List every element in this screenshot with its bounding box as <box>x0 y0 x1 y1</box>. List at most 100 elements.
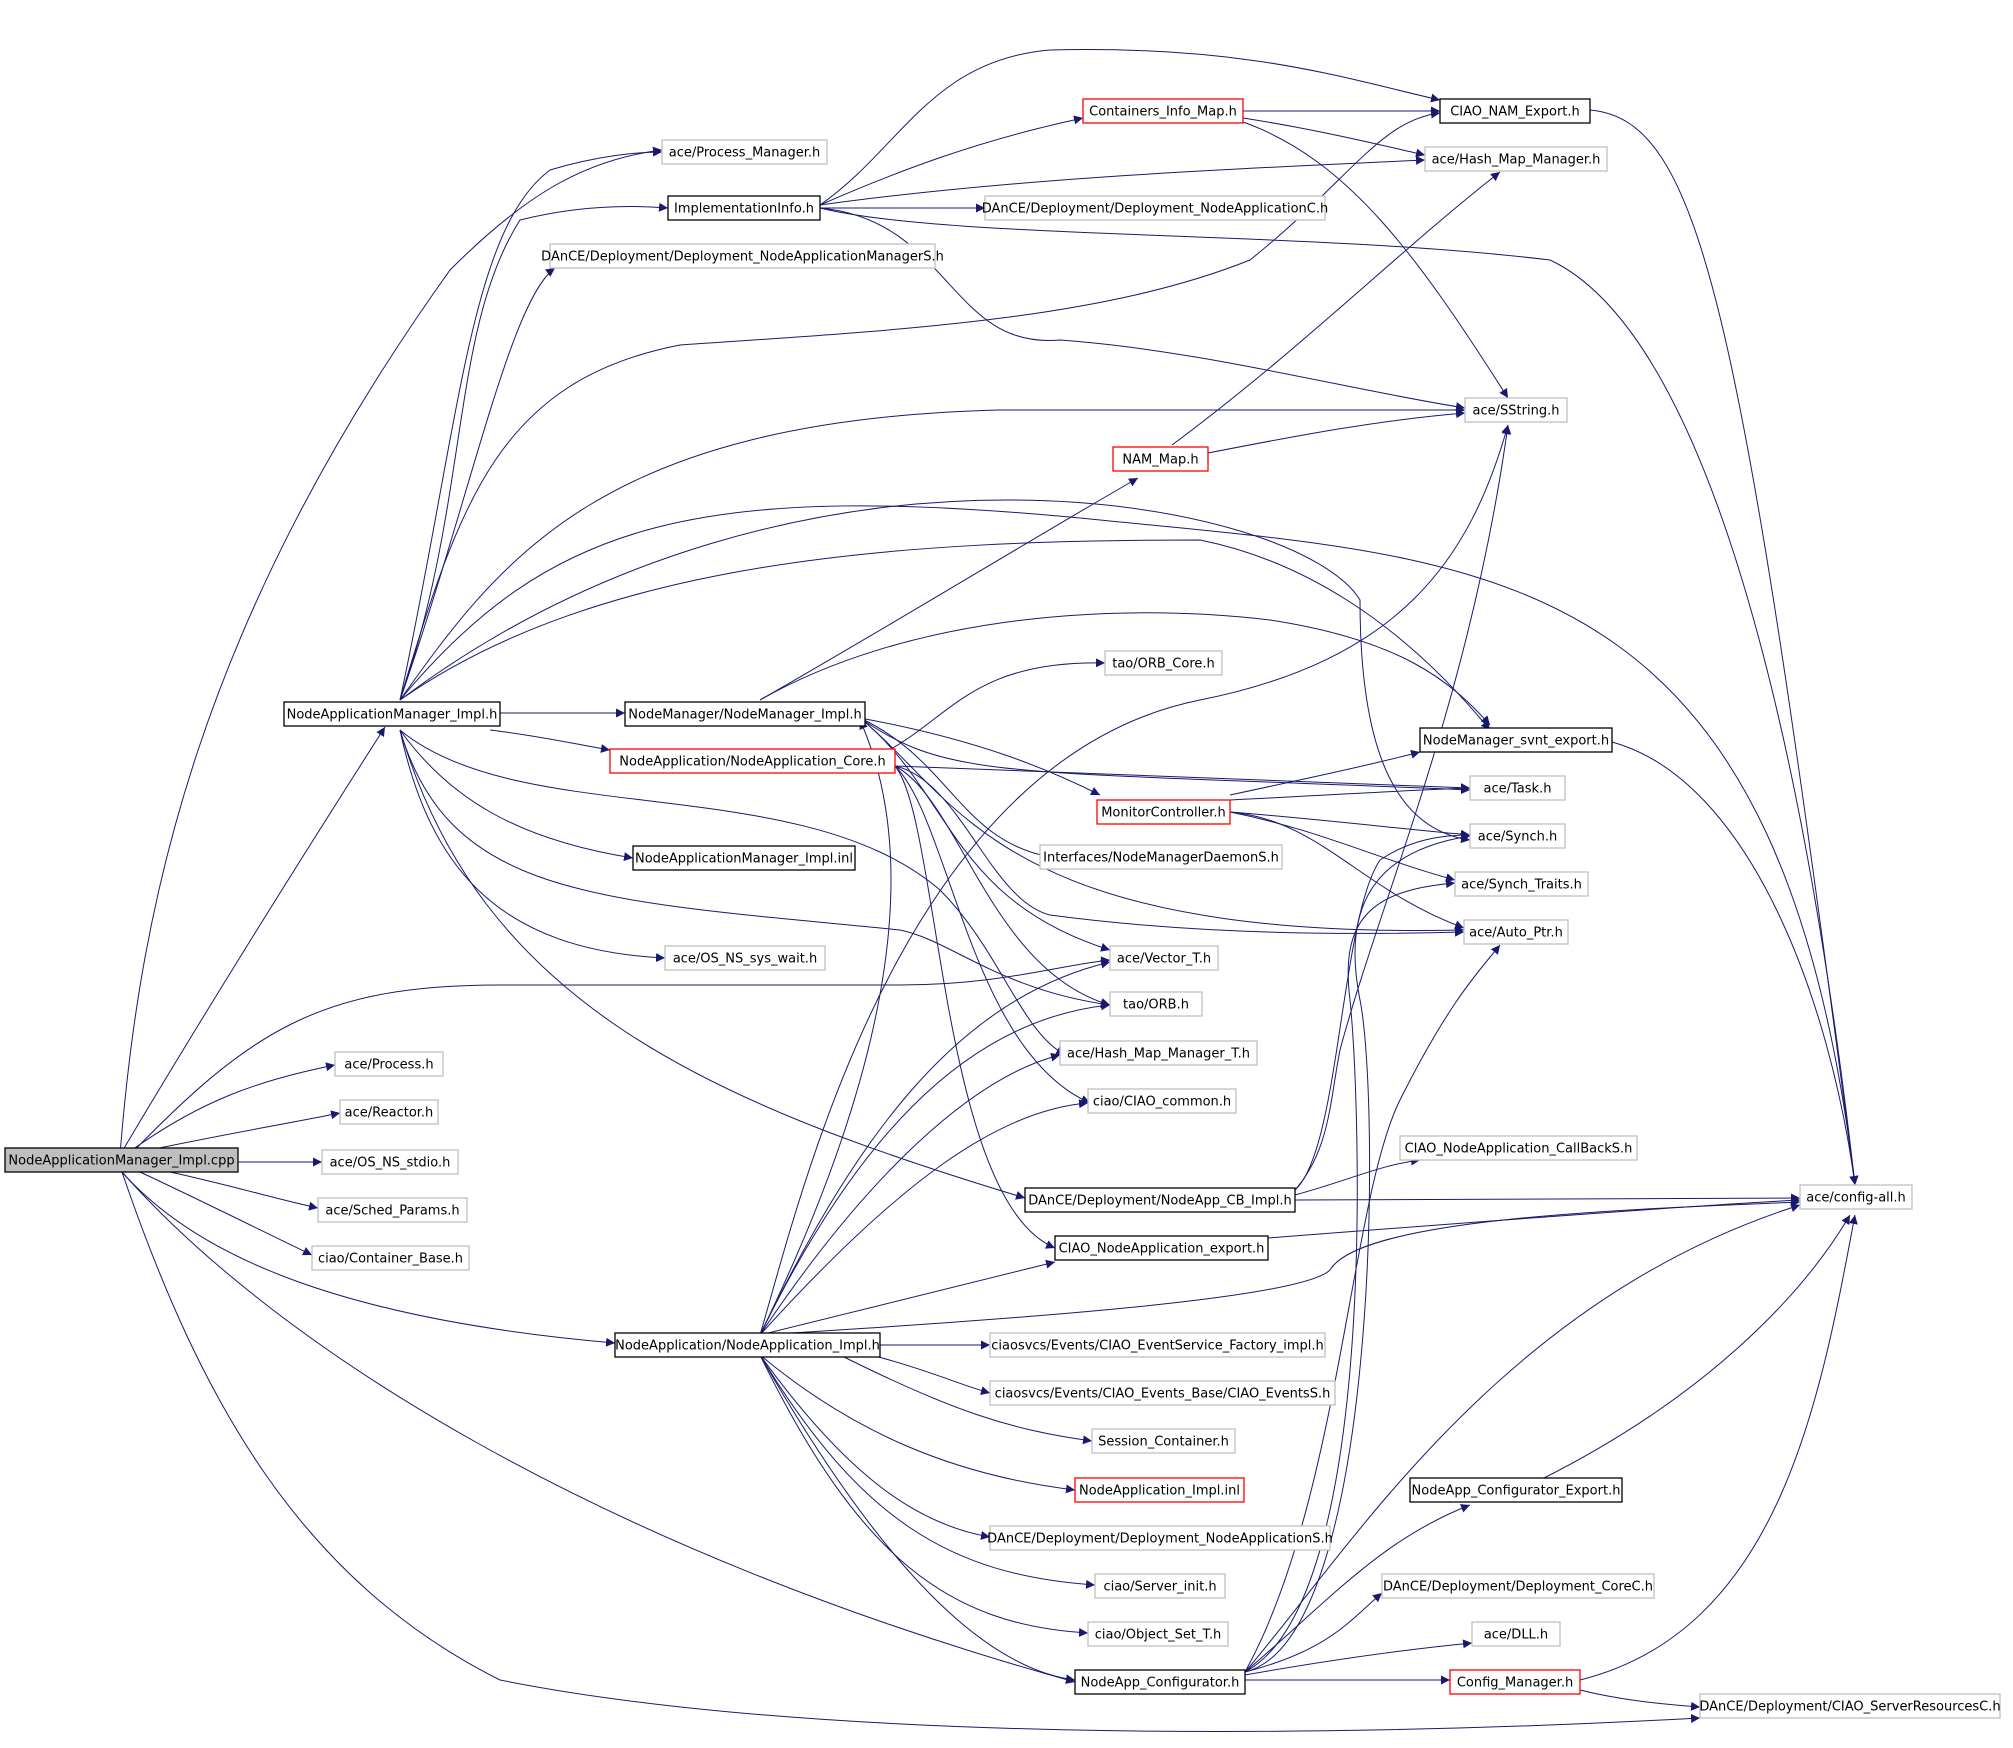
node-configall-h[interactable]: ace/config-all.h <box>1799 1184 1913 1210</box>
node-synch-h[interactable]: ace/Synch.h <box>1469 823 1566 849</box>
node-reactor-h[interactable]: ace/Reactor.h <box>339 1099 439 1125</box>
node-dnac-h[interactable]: DAnCE/Deployment/Deployment_NodeApplicat… <box>982 195 1329 221</box>
node-nacore-h[interactable]: NodeApplication/NodeApplication_Core.h <box>609 748 896 774</box>
edge-root-schedparams <box>169 1171 319 1211</box>
edge-nacfg-autoptr <box>1244 944 1501 1673</box>
node-hmmt-h[interactable]: ace/Hash_Map_Manager_T.h <box>1059 1040 1258 1066</box>
node-process-h[interactable]: ace/Process.h <box>334 1051 444 1077</box>
edge-monctl-nmsvnt <box>1229 749 1421 796</box>
node-namimpl-h[interactable]: NodeApplicationManager_Impl.h <box>283 701 501 727</box>
edge-ciaonaexp-configall <box>1267 1195 1801 1239</box>
node-box <box>1699 1693 2001 1719</box>
node-box <box>1074 1477 1245 1503</box>
node-orbcore-h[interactable]: tao/ORB_Core.h <box>1104 650 1223 676</box>
node-nmsvnt-h[interactable]: NodeManager_svnt_export.h <box>1419 727 1613 753</box>
node-ciaonaexp-h[interactable]: CIAO_NodeApplication_export.h <box>1054 1235 1269 1261</box>
node-serverinit-h[interactable]: ciao/Server_init.h <box>1094 1573 1226 1599</box>
node-osstdio-h[interactable]: ace/OS_NS_stdio.h <box>321 1149 459 1175</box>
node-box <box>1469 823 1566 849</box>
node-sstring-h[interactable]: ace/SString.h <box>1464 397 1568 423</box>
edge-naimpl-naimplinl <box>759 1354 1076 1494</box>
node-box <box>667 195 821 221</box>
node-label: ace/Reactor.h <box>345 1106 434 1121</box>
node-nacbimpl-h[interactable]: DAnCE/Deployment/NodeApp_CB_Impl.h <box>1024 1187 1296 1213</box>
node-naimpl-inl[interactable]: NodeApplication_Impl.inl <box>1074 1477 1245 1503</box>
node-box <box>311 1245 470 1271</box>
node-label: NodeApplicationManager_Impl.h <box>287 708 498 723</box>
node-box <box>989 1332 1326 1358</box>
node-box <box>984 195 1326 221</box>
edge-nacore-ciaonaexp <box>894 765 1056 1249</box>
node-box <box>1094 1573 1226 1599</box>
node-nammap-h[interactable]: NAM_Map.h <box>1112 446 1209 472</box>
node-box <box>1059 1040 1258 1066</box>
node-label: tao/ORB_Core.h <box>1112 657 1215 672</box>
node-label: ace/Vector_T.h <box>1117 952 1211 967</box>
node-procmgr-h[interactable]: ace/Process_Manager.h <box>661 139 828 165</box>
node-ciaonam-h[interactable]: CIAO_NAM_Export.h <box>1439 98 1591 124</box>
edge-nacore-task <box>894 765 1471 793</box>
node-nmimpl-h[interactable]: NodeManager/NodeManager_Impl.h <box>624 701 866 727</box>
node-label: ciaosvcs/Events/CIAO_Events_Base/CIAO_Ev… <box>995 1387 1331 1402</box>
edge-implinfo-ciaonam <box>819 49 1441 206</box>
edge-cfgmgr-configall <box>1579 1214 1858 1681</box>
edge-namimpl-configall <box>399 505 1859 1186</box>
node-ciaocommon-h[interactable]: ciao/CIAO_common.h <box>1087 1088 1237 1114</box>
node-box <box>989 1525 1331 1551</box>
node-box <box>1074 1669 1246 1695</box>
node-task-h[interactable]: ace/Task.h <box>1469 775 1566 801</box>
node-esfactory-h[interactable]: ciaosvcs/Events/CIAO_EventService_Factor… <box>989 1332 1326 1358</box>
edge-naimpl-dnas <box>759 1354 991 1540</box>
node-monctl-h[interactable]: MonitorController.h <box>1096 799 1231 825</box>
edge-naimpl-configall <box>759 1197 1801 1336</box>
node-root[interactable]: NodeApplicationManager_Impl.cpp <box>4 1147 239 1173</box>
node-synchtraits-h[interactable]: ace/Synch_Traits.h <box>1454 871 1589 897</box>
edge-nacfg-configall <box>1244 1203 1801 1673</box>
node-label: DAnCE/Deployment/NodeApp_CB_Impl.h <box>1028 1194 1292 1209</box>
node-orb-h[interactable]: tao/ORB.h <box>1109 991 1203 1017</box>
node-ciaonacb-h[interactable]: CIAO_NodeApplication_CallBackS.h <box>1399 1135 1638 1161</box>
node-contbase-h[interactable]: ciao/Container_Base.h <box>311 1245 470 1271</box>
edge-naimpl-sesscont <box>839 1354 1093 1445</box>
node-naimpl-h[interactable]: NodeApplication/NodeApplication_Impl.h <box>614 1332 881 1358</box>
node-box <box>1109 991 1203 1017</box>
node-label: DAnCE/Deployment/CIAO_ServerResourcesC.h <box>1699 1700 2000 1715</box>
node-cfgmgr-h[interactable]: Config_Manager.h <box>1449 1669 1581 1695</box>
node-srvres-h[interactable]: DAnCE/Deployment/CIAO_ServerResourcesC.h <box>1699 1693 2001 1719</box>
node-label: CIAO_NodeApplication_export.h <box>1059 1242 1265 1257</box>
node-cim-h[interactable]: Containers_Info_Map.h <box>1082 98 1244 124</box>
node-label: ace/Synch.h <box>1478 830 1557 845</box>
edge-namimpl-nacore <box>489 729 611 753</box>
node-vectort-h[interactable]: ace/Vector_T.h <box>1109 945 1219 971</box>
edge-nacore-autoptr <box>894 765 1465 937</box>
node-box <box>549 243 936 269</box>
node-nmds-h[interactable]: Interfaces/NodeManagerDaemonS.h <box>1039 844 1283 870</box>
node-namimpl-inl[interactable]: NodeApplicationManager_Impl.inl <box>632 845 856 871</box>
node-autoptr-h[interactable]: ace/Auto_Ptr.h <box>1463 919 1569 945</box>
node-objset-h[interactable]: ciao/Object_Set_T.h <box>1087 1621 1229 1647</box>
node-label: ace/Hash_Map_Manager.h <box>1432 153 1601 168</box>
node-dcorec-h[interactable]: DAnCE/Deployment/Deployment_CoreC.h <box>1381 1573 1655 1599</box>
edge-cim-hashmapmgr <box>1242 117 1426 158</box>
node-box <box>4 1147 239 1173</box>
node-box <box>1087 1088 1237 1114</box>
edge-naimpl-vectort <box>759 959 1111 1336</box>
node-hashmapmgr-h[interactable]: ace/Hash_Map_Manager.h <box>1424 146 1608 172</box>
node-schedparams-h[interactable]: ace/Sched_Params.h <box>317 1197 468 1223</box>
node-label: ace/Sched_Params.h <box>325 1204 459 1219</box>
node-dll-h[interactable]: ace/DLL.h <box>1471 1621 1561 1647</box>
node-nacfgexp-h[interactable]: NodeApp_Configurator_Export.h <box>1409 1477 1623 1503</box>
edge-monctl-synchtraits <box>1229 811 1456 883</box>
node-dnas-h[interactable]: DAnCE/Deployment/Deployment_NodeApplicat… <box>987 1525 1333 1551</box>
node-box <box>989 1380 1336 1406</box>
node-dnams-h[interactable]: DAnCE/Deployment/Deployment_NodeApplicat… <box>541 243 944 269</box>
node-box <box>1112 446 1209 472</box>
node-box <box>664 945 826 971</box>
node-eventss-h[interactable]: ciaosvcs/Events/CIAO_Events_Base/CIAO_Ev… <box>989 1380 1336 1406</box>
node-implinfo-h[interactable]: ImplementationInfo.h <box>667 195 821 221</box>
node-nacfg-h[interactable]: NodeApp_Configurator.h <box>1074 1669 1246 1695</box>
edge-monctl-synch <box>1229 811 1471 839</box>
edge-nacfg-dcorec <box>1244 1592 1383 1673</box>
node-ossyswait-h[interactable]: ace/OS_NS_sys_wait.h <box>664 945 826 971</box>
node-sesscont-h[interactable]: Session_Container.h <box>1091 1428 1236 1454</box>
